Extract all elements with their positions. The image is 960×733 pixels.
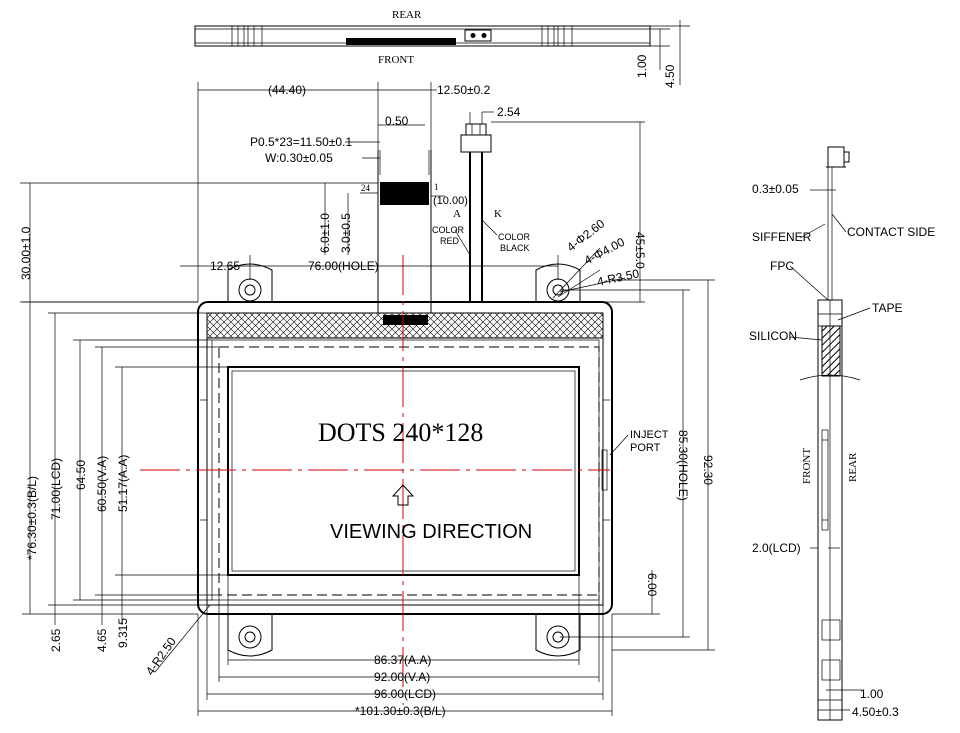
silicon-fill xyxy=(821,325,841,377)
pin-24-label: 24 xyxy=(361,183,371,193)
viewing-arrow-icon xyxy=(391,484,415,506)
dim-9-315: 9.315 xyxy=(116,618,130,648)
dim-101-30: *101.30±0.3(B/L) xyxy=(355,704,446,718)
color-red-label-2: RED xyxy=(440,236,460,246)
contact-side-label: CONTACT SIDE xyxy=(847,225,935,239)
dim-76-30: *76.30±0.3(B/L) xyxy=(25,476,39,560)
lcd-outline xyxy=(206,312,604,606)
r-3-50-label: 4-R3.50 xyxy=(596,266,641,289)
viewing-direction-label: VIEWING DIRECTION xyxy=(330,521,532,543)
dim-92-30: 92.30 xyxy=(701,455,715,485)
dim-76-hole: 76.00(HOLE) xyxy=(308,259,379,273)
side-1-00-label: 1.00 xyxy=(860,687,884,701)
siffener-label: SIFFENER xyxy=(752,230,812,244)
dim-12-65: 12.65 xyxy=(210,259,240,273)
top-edge-view: REAR FRONT 1.00 4.50 xyxy=(194,9,690,88)
fpc-label: FPC xyxy=(770,259,794,273)
inject-port-label-1: INJECT xyxy=(630,429,669,441)
dim-2-65: 2.65 xyxy=(49,628,63,652)
dim-86-37: 86.37(A.A) xyxy=(374,653,431,667)
pin-1-label: 1 xyxy=(434,182,439,192)
bottom-dimensions: 86.37(A.A) 92.00(V.A) 96.00(LCD) *101.30… xyxy=(197,575,613,718)
dim-45: 45±5.0 xyxy=(633,232,647,269)
tape-label: TAPE xyxy=(872,301,902,315)
top-dimensions: (44.40) 12.50±0.2 0.50 2.54 P0.5*23=11.5… xyxy=(19,82,647,303)
side-rear-label: REAR xyxy=(847,452,859,482)
dim-10-00: (10.00) xyxy=(433,195,468,207)
dim-85-30: 85.30(HOLE) xyxy=(676,430,690,501)
pitch-label: P0.5*23=11.50±0.1 xyxy=(250,135,352,149)
side-4-50-label: 4.50±0.3 xyxy=(852,705,899,719)
side-view: 0.3±0.05 SIFFENER CONTACT SIDE FPC TAPE … xyxy=(749,146,935,721)
r-2-50-label: 4-R2.50 xyxy=(143,634,179,677)
dim-4-65: 4.65 xyxy=(95,628,109,652)
dim-0-50: 0.50 xyxy=(385,114,409,128)
right-dimensions: 85.30(HOLE) 92.30 6.00 xyxy=(560,279,715,651)
rear-label: REAR xyxy=(392,9,422,21)
cathode-label: K xyxy=(494,208,502,220)
dim-6-0: 6.0±1.0 xyxy=(318,213,332,253)
side-lcd-label: 2.0(LCD) xyxy=(752,541,801,555)
backlight-connector: A K COLOR RED COLOR BLACK xyxy=(432,123,531,303)
dim-51-17: 51.17(A.A) xyxy=(116,455,130,512)
dim-92-00: 92.00(V.A) xyxy=(374,670,430,684)
dots-resolution-label: DOTS 240*128 xyxy=(318,418,483,447)
dim-60-50: 60.50(V.A) xyxy=(95,456,109,512)
mounting-hole-br xyxy=(535,614,581,657)
silicon-label: SILICON xyxy=(749,329,797,343)
inject-port-label-2: PORT xyxy=(630,442,661,454)
viewing-area xyxy=(218,346,600,596)
dim-44-40: (44.40) xyxy=(268,83,306,97)
dim-2-54: 2.54 xyxy=(497,105,521,119)
backlight-frame xyxy=(197,301,613,615)
mounting-hole-bl xyxy=(227,614,273,657)
fpc-cable: 24 1 xyxy=(360,150,439,313)
dim-96-00: 96.00(LCD) xyxy=(374,687,436,701)
side-front-label: FRONT xyxy=(801,448,813,484)
color-red-label-1: COLOR xyxy=(432,225,465,235)
width-label: W:0.30±0.05 xyxy=(265,151,333,165)
front-label: FRONT xyxy=(378,54,414,66)
side-0-3-label: 0.3±0.05 xyxy=(752,182,799,196)
color-black-label-1: COLOR xyxy=(498,232,531,242)
fpc-contacts xyxy=(380,182,429,205)
thickness-1-label: 1.00 xyxy=(635,54,649,78)
thickness-2-label: 4.50 xyxy=(663,64,677,88)
dim-30-00: 30.00±1.0 xyxy=(19,226,33,280)
dim-6-00: 6.00 xyxy=(645,573,659,597)
dim-3-0: 3.0±0.5 xyxy=(339,213,353,253)
dim-71-00: 71.00(LCD) xyxy=(49,458,63,520)
anode-label: A xyxy=(453,208,461,220)
color-black-label-2: BLACK xyxy=(500,243,530,253)
left-dimensions: *76.30±0.3(B/L) 71.00(LCD) 64.50 60.50(V… xyxy=(22,301,228,678)
dim-12-50: 12.50±0.2 xyxy=(437,83,491,97)
dim-64-50: 64.50 xyxy=(74,460,88,490)
